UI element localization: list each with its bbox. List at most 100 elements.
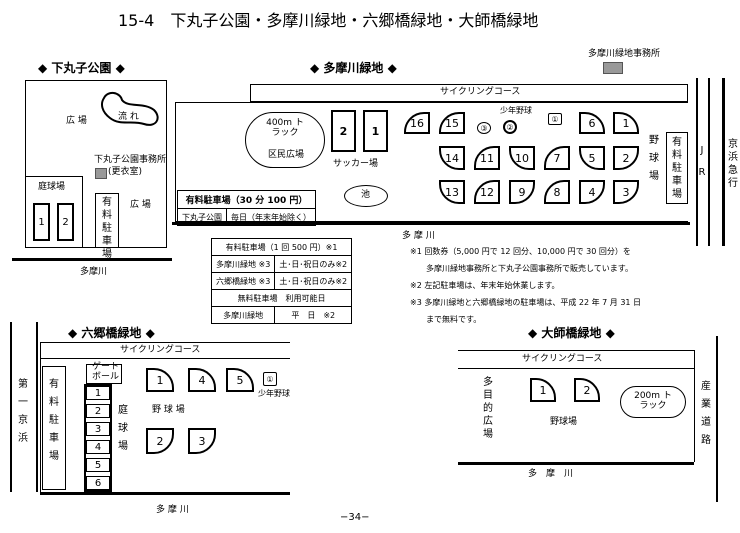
200m-track-label: 200m トラック: [634, 391, 672, 411]
tamagawa-baseball-label: 野 球 場: [649, 135, 659, 182]
rokugo-green-area: [40, 342, 290, 492]
fee-table-hourly: 有料駐車場（30 分 100 円） 下丸子公園 毎日（年末年始除く）: [177, 190, 316, 226]
daishi-top-line: [458, 350, 694, 351]
shimomaruko-parking-label: 有料駐車場: [102, 197, 112, 260]
daishi-cycling-label: サイクリングコース: [522, 354, 603, 364]
daishi-river-bank: [458, 462, 694, 465]
tamagawa-parking: [666, 132, 688, 204]
rokugo-tennis-label: 庭球場: [118, 405, 128, 452]
gateball-label: ゲートボール: [92, 362, 120, 382]
stream-label: 流 れ: [118, 112, 139, 122]
200m-track: [620, 386, 686, 418]
daishi-river-label: 多 摩 川: [528, 469, 574, 479]
400m-track: [245, 112, 325, 168]
fee-table-per-visit-header: 有料駐車場（1 回 500 円）※1: [210, 238, 353, 256]
rokugo-river-bank: [40, 492, 290, 495]
gateball-area: [86, 364, 122, 384]
stream-shape: [101, 92, 159, 126]
note-3b: まで無料です。: [410, 315, 482, 324]
fee-table-per-visit: 有料駐車場（1 回 500 円）※1 多摩川緑地 ※3 土･日･祝日のみ※2 六…: [210, 238, 353, 324]
daishi-cycling-line: [458, 368, 694, 369]
sangyo-road-label: 産業道路: [701, 381, 711, 446]
shimomaruko-plaza2-label: 広 場: [130, 200, 151, 210]
youth-field-1: ①: [548, 113, 562, 125]
fee-row2-place: 六郷橋緑地 ※3: [210, 272, 276, 290]
tamagawa-river-label: 多 摩 川: [402, 231, 435, 241]
youth-field-2: ②: [503, 120, 517, 134]
keikyu-line: [722, 78, 725, 246]
page-number: −34−: [340, 512, 370, 523]
rokugo-tennis-1: 1: [86, 386, 110, 400]
baseball-field-12: 12: [474, 180, 500, 204]
shimomaruko-heading: ◆ 下丸子公園 ◆: [38, 61, 125, 75]
free-row-days: 平 日 ※2: [274, 306, 353, 324]
shimomaruko-office-label: 下丸子公園事務所: [94, 155, 167, 165]
tamagawa-heading: ◆ 多摩川緑地 ◆: [310, 61, 397, 75]
baseball-field-14: 14: [439, 146, 465, 170]
fee-row1-days: 土･日･祝日のみ※2: [274, 255, 353, 273]
rokugo-baseball-label: 野 球 場: [152, 405, 185, 415]
rokugo-parking: [42, 366, 66, 490]
daiichi-keihin-right: [36, 322, 38, 492]
rokugo-tennis-6: 6: [86, 476, 110, 490]
rokugo-tennis-3: 3: [86, 422, 110, 436]
shimomaruko-plaza-label: 広 場: [66, 116, 87, 126]
note-1b: 多摩川緑地事務所と下丸子公園事務所で販売しています。: [410, 264, 633, 273]
rokugo-tennis-frame: [84, 384, 112, 492]
daishi-baseball-label: 野球場: [550, 417, 578, 427]
400m-track-label: 400m トラック: [266, 118, 304, 138]
rokugo-heading: ◆ 六郷橋緑地 ◆: [68, 326, 155, 340]
changing-room-label: (更衣室): [108, 167, 143, 177]
free-parking-header: 無料駐車場 利用可能日: [210, 289, 353, 307]
note-2: ※2 左記駐車場は、年末年始休業します。: [410, 281, 560, 290]
jr-line-right: [708, 78, 710, 246]
resident-plaza-label: 区民広場: [268, 150, 305, 160]
shimomaruko-river-label: 多摩川: [80, 267, 108, 277]
daishi-heading: ◆ 大師橋緑地 ◆: [528, 326, 615, 340]
rokugo-cycling-label: サイクリングコース: [120, 345, 201, 355]
sangyo-road-line: [716, 336, 718, 502]
baseball-field-16: 16: [404, 112, 430, 134]
free-row-place: 多摩川緑地: [210, 306, 276, 324]
rokugo-tennis-4: 4: [86, 440, 110, 454]
fee-row2-days: 土･日･祝日のみ※2: [274, 272, 353, 290]
baseball-field-13: 13: [439, 180, 465, 204]
daiichi-keihin-label: 第一京浜: [18, 379, 28, 444]
rokugo-youth-field-1: ①: [263, 372, 277, 386]
fee-table-hourly-header: 有料駐車場（30 分 100 円）: [177, 190, 316, 209]
rokugo-cycling-line: [40, 358, 290, 359]
shimomaruko-office-building: [95, 168, 107, 179]
rokugo-parking-label: 有料駐車場: [49, 379, 59, 462]
fee-table-hourly-days: 毎日（年末年始除く）: [226, 208, 316, 226]
shimomaruko-tennis-label: 庭球場: [38, 182, 66, 192]
soccer-label: サッカー場: [333, 159, 379, 169]
page-title: 15-4 下丸子公園・多摩川緑地・六郷橋緑地・大師橋緑地: [118, 11, 539, 30]
note-3: ※3 多摩川緑地と六郷橋緑地の駐車場は、平成 22 年 7 月 31 日: [410, 298, 642, 307]
tennis-court-2: 2: [57, 203, 74, 241]
shimomaruko-river-bank: [12, 258, 172, 261]
tamagawa-office-label: 多摩川緑地事務所: [588, 49, 661, 59]
jr-label: J R: [698, 145, 706, 178]
tennis-court-1: 1: [33, 203, 50, 241]
youth-baseball-label: 少年野球: [500, 106, 532, 115]
note-1: ※1 回数券（5,000 円で 12 回分、10,000 円で 30 回分）を: [410, 247, 631, 256]
rokugo-tennis-2: 2: [86, 404, 110, 418]
daishi-baseball-2: 2: [574, 378, 600, 402]
pond-label: 池: [361, 190, 371, 200]
rokugo-river-label: 多 摩 川: [156, 505, 189, 515]
tamagawa-cycling-course: [250, 84, 688, 102]
tamagawa-cycling-label: サイクリングコース: [440, 87, 521, 97]
youth-field-3: ③: [477, 122, 491, 134]
keikyu-label: 京浜急行: [728, 139, 738, 189]
tamagawa-office-building: [603, 62, 623, 74]
daiichi-keihin-left: [10, 322, 12, 492]
tamagawa-parking-label: 有料駐車場: [672, 137, 682, 200]
fee-row1-place: 多摩川緑地 ※3: [210, 255, 276, 273]
jr-line-left: [696, 78, 698, 246]
soccer-field-2: 2: [331, 110, 356, 152]
baseball-field-7: 7: [544, 146, 570, 170]
soccer-field-1: 1: [363, 110, 388, 152]
tamagawa-river-bank: [172, 222, 690, 225]
shimomaruko-parking: [95, 193, 119, 248]
